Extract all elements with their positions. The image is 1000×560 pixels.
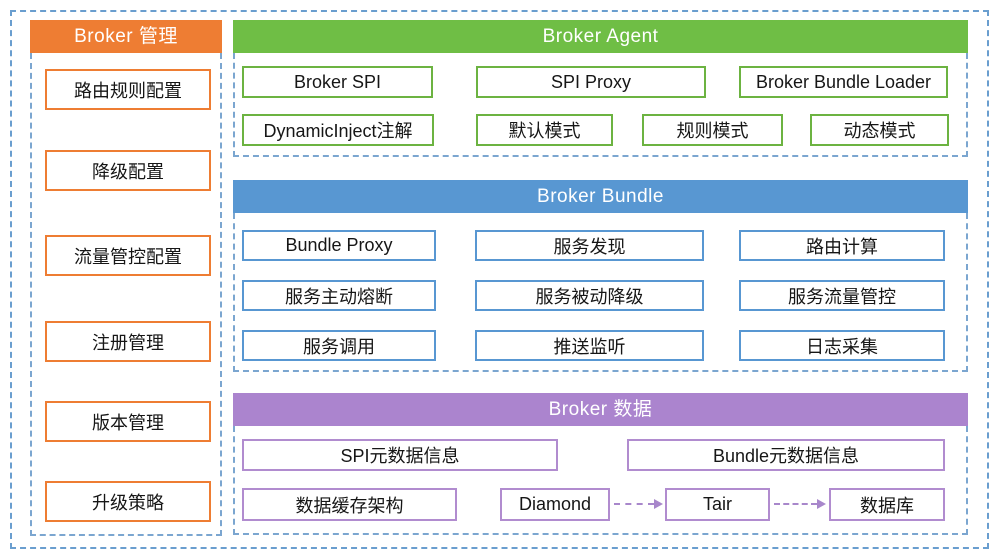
node-traffic-control-config: 流量管控配置 xyxy=(45,235,211,276)
broker-agent-panel: Broker SPI SPI Proxy Broker Bundle Loade… xyxy=(233,53,968,157)
arrow-line xyxy=(774,503,817,505)
node-service-invocation: 服务调用 xyxy=(242,330,436,361)
node-route-calculation: 路由计算 xyxy=(739,230,945,261)
node-bundle-proxy: Bundle Proxy xyxy=(242,230,436,261)
arrow-tair-to-database xyxy=(774,498,826,510)
node-default-mode: 默认模式 xyxy=(476,114,613,146)
node-registration-management: 注册管理 xyxy=(45,321,211,362)
node-upgrade-strategy: 升级策略 xyxy=(45,481,211,522)
node-spi-metadata: SPI元数据信息 xyxy=(242,439,558,471)
arrow-head-icon xyxy=(817,499,826,509)
node-database: 数据库 xyxy=(829,488,945,521)
node-routing-rules-config: 路由规则配置 xyxy=(45,69,211,110)
node-downgrade-config: 降级配置 xyxy=(45,150,211,191)
outer-dashed-frame xyxy=(10,10,989,549)
arrow-head-icon xyxy=(654,499,663,509)
node-spi-proxy: SPI Proxy xyxy=(476,66,706,98)
node-dynamicinject-annotation: DynamicInject注解 xyxy=(242,114,434,146)
node-log-collection: 日志采集 xyxy=(739,330,945,361)
broker-management-panel: 路由规则配置 降级配置 流量管控配置 注册管理 版本管理 升级策略 xyxy=(30,53,222,536)
node-push-listener: 推送监听 xyxy=(475,330,704,361)
broker-bundle-panel: Bundle Proxy 服务发现 路由计算 服务主动熔断 服务被动降级 服务流… xyxy=(233,213,968,372)
broker-data-header: Broker 数据 xyxy=(233,393,968,426)
node-rule-mode: 规则模式 xyxy=(642,114,783,146)
node-tair: Tair xyxy=(665,488,770,521)
node-bundle-metadata: Bundle元数据信息 xyxy=(627,439,945,471)
node-service-traffic-control: 服务流量管控 xyxy=(739,280,945,311)
node-service-passive-downgrade: 服务被动降级 xyxy=(475,280,704,311)
arrow-diamond-to-tair xyxy=(614,498,663,510)
node-version-management: 版本管理 xyxy=(45,401,211,442)
node-data-cache-architecture: 数据缓存架构 xyxy=(242,488,457,521)
arrow-line xyxy=(614,503,654,505)
broker-data-panel: SPI元数据信息 Bundle元数据信息 数据缓存架构 Diamond Tair… xyxy=(233,426,968,535)
broker-bundle-header: Broker Bundle xyxy=(233,180,968,213)
node-dynamic-mode: 动态模式 xyxy=(810,114,949,146)
node-diamond: Diamond xyxy=(500,488,610,521)
node-broker-bundle-loader: Broker Bundle Loader xyxy=(739,66,948,98)
node-broker-spi: Broker SPI xyxy=(242,66,433,98)
broker-management-header: Broker 管理 xyxy=(30,20,222,53)
broker-agent-header: Broker Agent xyxy=(233,20,968,53)
node-service-active-circuit-break: 服务主动熔断 xyxy=(242,280,436,311)
node-service-discovery: 服务发现 xyxy=(475,230,704,261)
